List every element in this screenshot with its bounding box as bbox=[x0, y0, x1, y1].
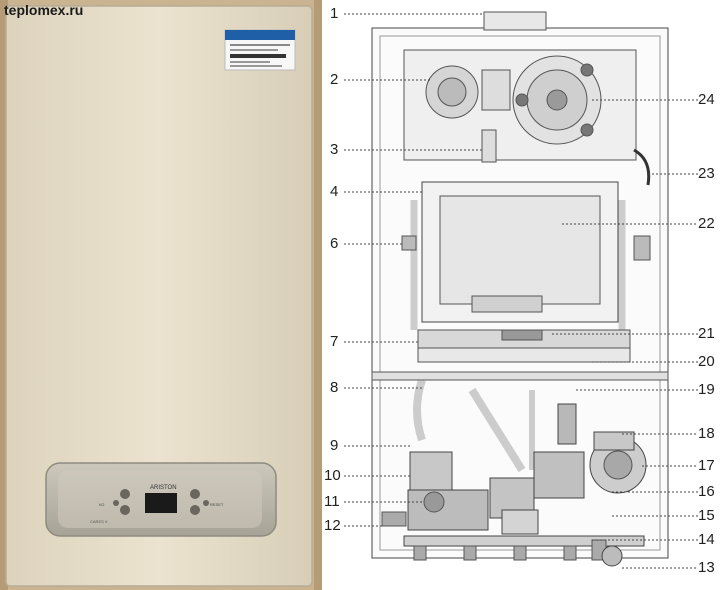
callout-6: 6 bbox=[330, 235, 338, 252]
right-leader-lines bbox=[552, 99, 698, 569]
callout-9: 9 bbox=[330, 437, 338, 454]
reset-button[interactable] bbox=[203, 500, 209, 506]
left-callouts: 1 2 3 4 6 7 8 9 10 11 12 bbox=[324, 5, 341, 534]
internal-diagram-art: 1 2 3 4 6 7 8 9 10 11 12 24 23 22 21 20 … bbox=[324, 5, 715, 576]
callout-4: 4 bbox=[330, 183, 338, 200]
left-lower-button[interactable] bbox=[120, 505, 130, 515]
callout-18: 18 bbox=[698, 425, 715, 442]
callout-24: 24 bbox=[698, 91, 715, 108]
gas-valve bbox=[489, 477, 539, 535]
boiler-photo-art: ARISTON I/O RESET CARES X bbox=[0, 0, 322, 590]
hydraulic-group-left bbox=[381, 451, 489, 531]
callout-20: 20 bbox=[698, 353, 715, 370]
callout-10: 10 bbox=[324, 467, 341, 484]
watermark: teplomex.ru bbox=[4, 2, 84, 18]
callout-15: 15 bbox=[698, 507, 715, 524]
callout-1: 1 bbox=[330, 5, 338, 22]
callout-13: 13 bbox=[698, 559, 715, 576]
diverter-valve bbox=[533, 403, 585, 499]
callout-11: 11 bbox=[324, 493, 340, 510]
lcd-display bbox=[145, 493, 177, 513]
bottom-connections bbox=[403, 535, 645, 567]
callout-7: 7 bbox=[330, 333, 338, 350]
model-text: CARES X bbox=[90, 519, 108, 524]
pressure-switch bbox=[425, 65, 511, 119]
callout-19: 19 bbox=[698, 381, 715, 398]
control-panel: ARISTON I/O RESET CARES X bbox=[45, 462, 277, 537]
power-button[interactable] bbox=[113, 500, 119, 506]
callout-16: 16 bbox=[698, 483, 715, 500]
callout-21: 21 bbox=[698, 325, 715, 342]
circulation-pump bbox=[589, 431, 647, 494]
callout-8: 8 bbox=[330, 379, 338, 396]
left-upper-button[interactable] bbox=[120, 489, 130, 499]
left-leader-lines bbox=[344, 13, 482, 527]
callout-3: 3 bbox=[330, 141, 338, 158]
power-button-label: I/O bbox=[99, 502, 104, 507]
heat-exchanger bbox=[421, 181, 619, 323]
flue-outlet bbox=[483, 11, 547, 31]
right-callouts: 24 23 22 21 20 19 18 17 16 15 14 13 bbox=[698, 91, 715, 576]
product-sticker bbox=[224, 29, 296, 71]
callout-22: 22 bbox=[698, 215, 715, 232]
burner bbox=[417, 329, 631, 363]
fan-assembly bbox=[512, 55, 602, 145]
right-lower-button[interactable] bbox=[190, 505, 200, 515]
callout-23: 23 bbox=[698, 165, 715, 182]
callout-12: 12 bbox=[324, 517, 341, 534]
reset-button-label: RESET bbox=[210, 502, 224, 507]
sensor-6 bbox=[401, 235, 417, 251]
panel-brand: ARISTON bbox=[150, 485, 177, 491]
internal-diagram: 1 2 3 4 6 7 8 9 10 11 12 24 23 22 21 20 … bbox=[322, 0, 720, 590]
callout-17: 17 bbox=[698, 457, 715, 474]
boiler-photo: ARISTON I/O RESET CARES X teplomex.ru bbox=[0, 0, 322, 590]
right-upper-button[interactable] bbox=[190, 489, 200, 499]
boiler-case bbox=[5, 5, 313, 587]
callout-14: 14 bbox=[698, 531, 715, 548]
callout-2: 2 bbox=[330, 71, 338, 88]
